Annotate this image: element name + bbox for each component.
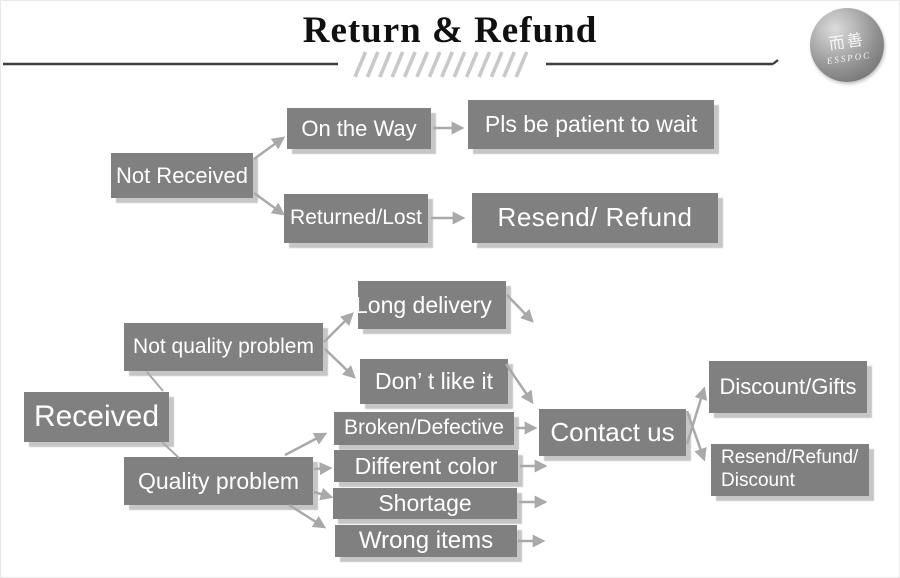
node-received: Received (24, 392, 169, 442)
node-discount-gifts: Discount/Gifts (709, 361, 867, 413)
node-long-delivery-label: Long delivery (358, 291, 492, 318)
hatch-stroke (415, 51, 430, 78)
node-resend-refund-discount-line1: Resend/Refund/ (721, 447, 859, 469)
node-long-delivery: Long delivery (358, 281, 506, 329)
hatch-stroke (440, 51, 454, 78)
node-dont-like-it: Don’ t like it (360, 359, 508, 404)
node-different-color: Different color (334, 450, 518, 482)
node-quality-problem-label: Quality problem (137, 467, 300, 494)
hatch-stroke (353, 51, 368, 78)
node-on-the-way: On the Way (287, 108, 431, 149)
node-broken-defective-label: Broken/Defective (344, 416, 504, 440)
divider-end-tick (772, 59, 779, 65)
brand-logo-inner: 而善 ESSPOC (823, 25, 871, 65)
node-on-the-way-label: On the Way (301, 115, 417, 141)
node-pls-be-patient: Pls be patient to wait (468, 100, 714, 149)
node-contact-us-label: Contact us (550, 416, 675, 447)
node-different-color-label: Different color (354, 452, 498, 479)
arrow-quality-wrongitems (288, 503, 327, 529)
node-dont-like-it-label: Don’ t like it (374, 368, 494, 395)
node-shortage: Shortage (333, 488, 517, 519)
arrow-quality-differentcolor (313, 462, 333, 476)
hatch-stroke (390, 51, 405, 78)
node-not-quality-problem-label: Not quality problem (133, 334, 314, 358)
node-returned-lost-label: Returned/Lost (290, 206, 422, 230)
hatch-stroke (378, 51, 392, 78)
arrow-dontlikeit-contactus (504, 363, 534, 405)
node-not-received-label: Not Received (115, 162, 249, 188)
hatch-stroke (514, 51, 529, 78)
hatch-stroke (402, 51, 417, 78)
hatch-stroke (365, 51, 380, 78)
hatch-stroke (489, 51, 504, 78)
arrow-notquality-dontlikeit (324, 348, 356, 379)
node-returned-lost: Returned/Lost (284, 194, 428, 243)
arrow-longdelivery-out (506, 294, 534, 323)
node-resend-refund-discount: Resend/Refund/ Discount (711, 444, 869, 496)
arrow-contactus-resendrefunddiscount (685, 410, 707, 462)
node-contact-us: Contact us (539, 409, 686, 456)
page-title: Return & Refund (302, 10, 598, 51)
node-resend-refund-label: Resend/ Refund (497, 202, 693, 233)
node-not-received: Not Received (111, 153, 253, 198)
node-pls-be-patient-label: Pls be patient to wait (484, 111, 698, 138)
hatch-marks (353, 51, 529, 78)
node-wrong-items-label: Wrong items (358, 527, 494, 555)
node-not-quality-problem: Not quality problem (124, 323, 323, 371)
hatch-stroke (502, 51, 516, 78)
hatch-stroke (464, 51, 479, 78)
node-quality-problem: Quality problem (124, 457, 313, 505)
arrow-quality-broken (284, 432, 328, 457)
arrow-contactus-discountgifts (685, 386, 708, 445)
node-wrong-items: Wrong items (335, 525, 517, 557)
node-resend-refund-discount-line2: Discount (721, 470, 795, 491)
arrow-notreceived-returnedlost (253, 191, 286, 216)
node-resend-refund: Resend/ Refund (472, 193, 718, 243)
node-received-label: Received (33, 400, 160, 434)
hatch-stroke (427, 51, 442, 78)
brand-logo: 而善 ESSPOC (810, 8, 884, 82)
arrow-notquality-longdelivery (323, 312, 354, 343)
connector-received-notquality (146, 371, 164, 392)
hatch-stroke (477, 51, 492, 78)
arrow-quality-shortage (313, 487, 334, 501)
node-broken-defective: Broken/Defective (334, 412, 514, 445)
connector-received-quality (161, 441, 180, 459)
hatch-stroke (452, 51, 467, 78)
node-shortage-label: Shortage (378, 490, 472, 517)
node-discount-gifts-label: Discount/Gifts (719, 374, 857, 400)
arrow-notreceived-ontheway (253, 136, 286, 161)
